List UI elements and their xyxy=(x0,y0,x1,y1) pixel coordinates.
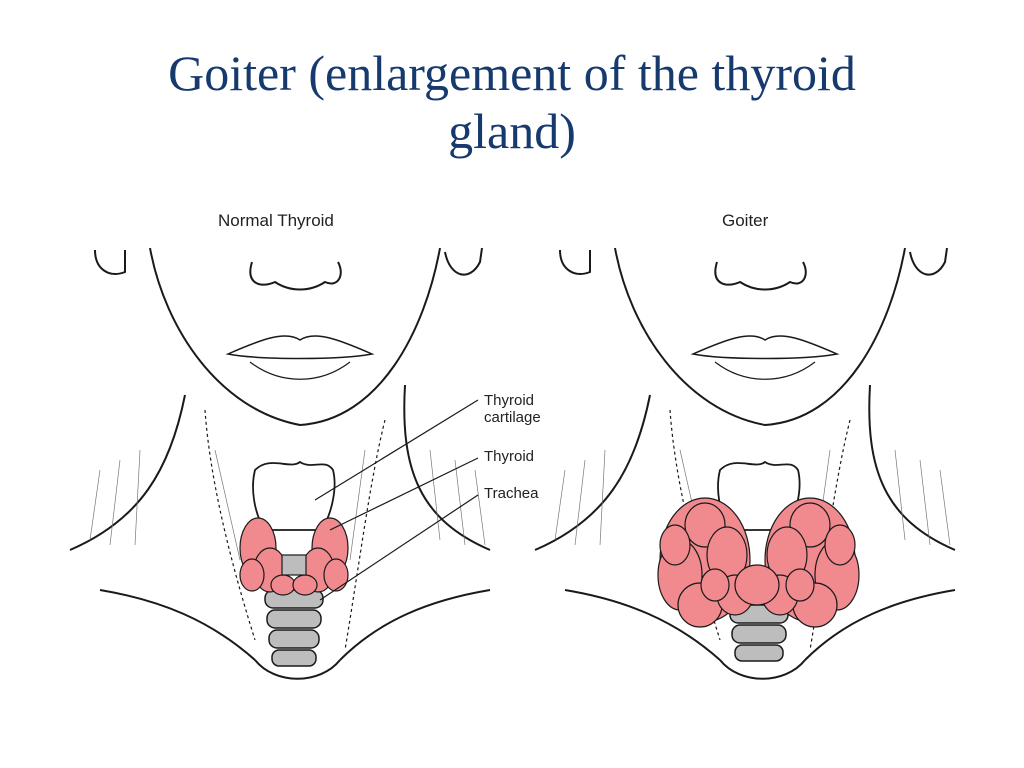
slide-title: Goiter (enlargement of the thyroid gland… xyxy=(0,44,1024,160)
label-thyroid-cartilage-line1: Thyroid xyxy=(484,392,535,409)
thyroid-cartilage-shape xyxy=(252,460,336,531)
goiter-figure xyxy=(534,247,956,680)
leader-lines xyxy=(314,399,479,601)
normal-thyroid-caption: Normal Thyroid xyxy=(218,211,334,230)
label-trachea: Trachea xyxy=(484,485,539,502)
label-thyroid-cartilage: Thyroid cartilage xyxy=(484,392,541,426)
title-line-2: gland) xyxy=(448,103,576,159)
title-line-1: Goiter (enlargement of the thyroid xyxy=(168,45,856,101)
goiter-thyroid-gland xyxy=(657,497,860,628)
normal-thyroid-gland xyxy=(239,517,349,596)
goiter-caption: Goiter xyxy=(722,211,769,230)
normal-thyroid-figure xyxy=(69,247,491,680)
label-thyroid-cartilage-line2: cartilage xyxy=(484,409,541,426)
label-thyroid: Thyroid xyxy=(484,448,535,465)
trachea-shape xyxy=(264,589,324,667)
